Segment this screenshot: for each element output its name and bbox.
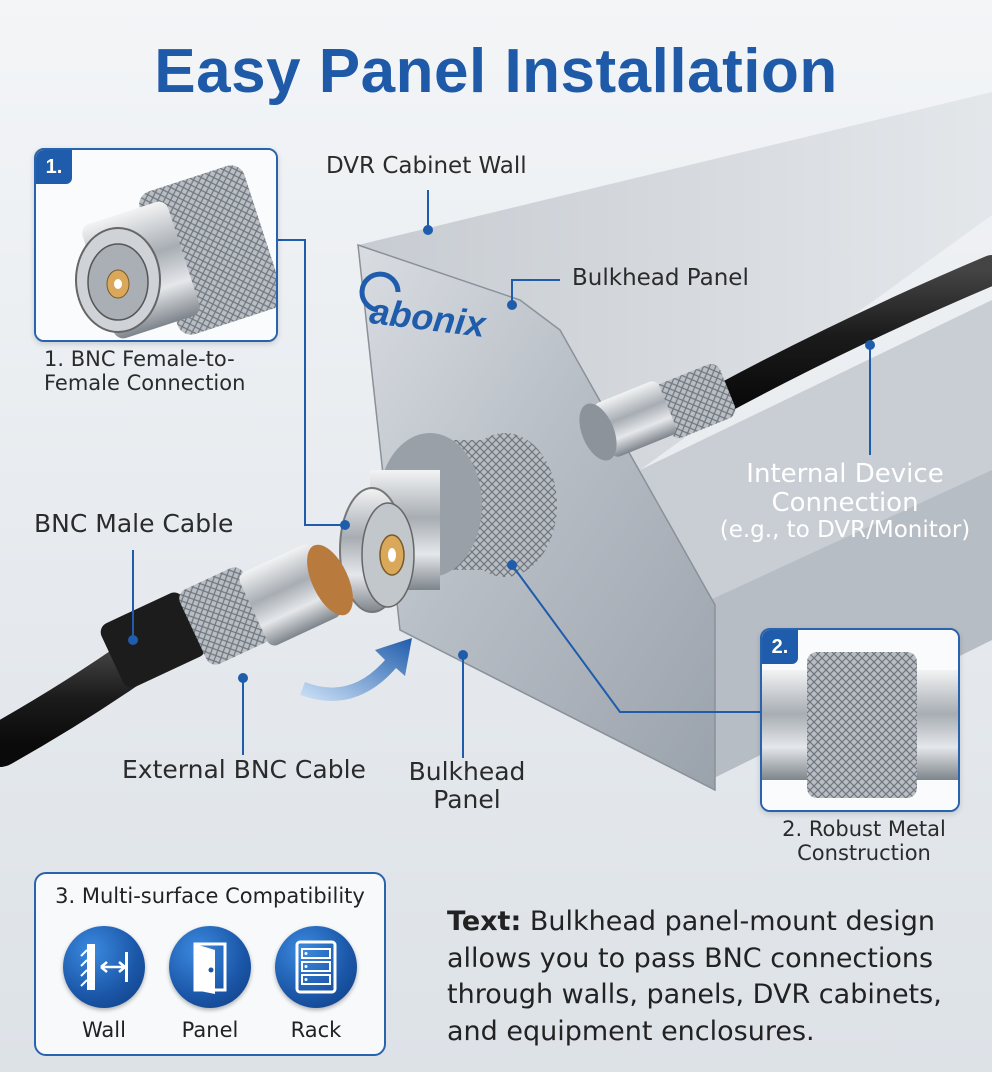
logo-mark-icon	[359, 271, 401, 313]
internal-cable	[705, 255, 992, 415]
wall-icon	[63, 926, 145, 1008]
server-rack-icon	[275, 926, 357, 1008]
caption-inset-2-line2: Construction	[797, 840, 931, 865]
label-bnc-male-cable: BNC Male Cable	[34, 509, 234, 538]
knurled-sleeve-closeup	[762, 630, 958, 810]
compat-label-wall: Wall	[82, 1018, 126, 1042]
label-bulkhead-panel-top: Bulkhead Panel	[572, 265, 749, 291]
label-dvr-cabinet-wall: DVR Cabinet Wall	[326, 153, 527, 179]
compatibility-panel: 3. Multi-surface Compatibility Wall Pane…	[34, 872, 386, 1056]
compat-label-rack: Rack	[290, 1018, 342, 1042]
label-internal-device-line1: Internal Device	[746, 459, 944, 489]
door-panel-icon	[169, 926, 251, 1008]
inset-badge-1: 1.	[36, 150, 72, 184]
compat-item-rack: Rack	[272, 926, 360, 1042]
caption-inset-1-line1: 1. BNC Female-to-	[44, 347, 235, 371]
label-bulkhead-panel-bottom: Bulkhead Panel	[402, 758, 532, 814]
label-external-bnc-cable: External BNC Cable	[122, 755, 366, 784]
label-internal-device: Internal Device Connection (e.g., to DVR…	[714, 459, 976, 544]
compat-item-wall: Wall	[60, 926, 148, 1042]
caption-inset-2: 2. Robust Metal Construction	[760, 817, 968, 865]
caption-inset-1-line2: Female Connection	[44, 370, 246, 395]
description-text: Text: Bulkhead panel-mount design allows…	[447, 904, 977, 1051]
label-bulkhead-panel-bottom-line2: Panel	[433, 785, 501, 814]
bnc-female-closeup	[36, 150, 276, 340]
inset-badge-2: 2.	[762, 630, 798, 664]
external-bnc-plug	[100, 544, 353, 688]
label-internal-device-line3: (e.g., to DVR/Monitor)	[719, 517, 971, 544]
callout-lines	[132, 190, 871, 758]
insert-arrow-icon	[300, 638, 412, 701]
cabinet-wall	[358, 92, 992, 470]
inset-metal-construction: 2.	[760, 628, 960, 812]
label-internal-device-line2: Connection	[771, 488, 919, 519]
label-bulkhead-panel-bottom-line1: Bulkhead	[408, 757, 526, 786]
description-body: Bulkhead panel-mount design allows you t…	[447, 906, 942, 1048]
inset-female-connection: 1.	[34, 148, 278, 342]
compat-label-panel: Panel	[181, 1018, 239, 1042]
bnc-female-adapter	[339, 433, 557, 613]
internal-bnc-plug	[579, 364, 736, 461]
description-prefix: Text:	[447, 906, 522, 937]
caption-inset-2-line1: 2. Robust Metal	[782, 817, 946, 841]
page-title: Easy Panel Installation	[154, 37, 838, 106]
compatibility-title: 3. Multi-surface Compatibility	[55, 884, 365, 908]
compat-item-panel: Panel	[166, 926, 254, 1042]
caption-inset-1: 1. BNC Female-to- Female Connection	[44, 347, 246, 395]
